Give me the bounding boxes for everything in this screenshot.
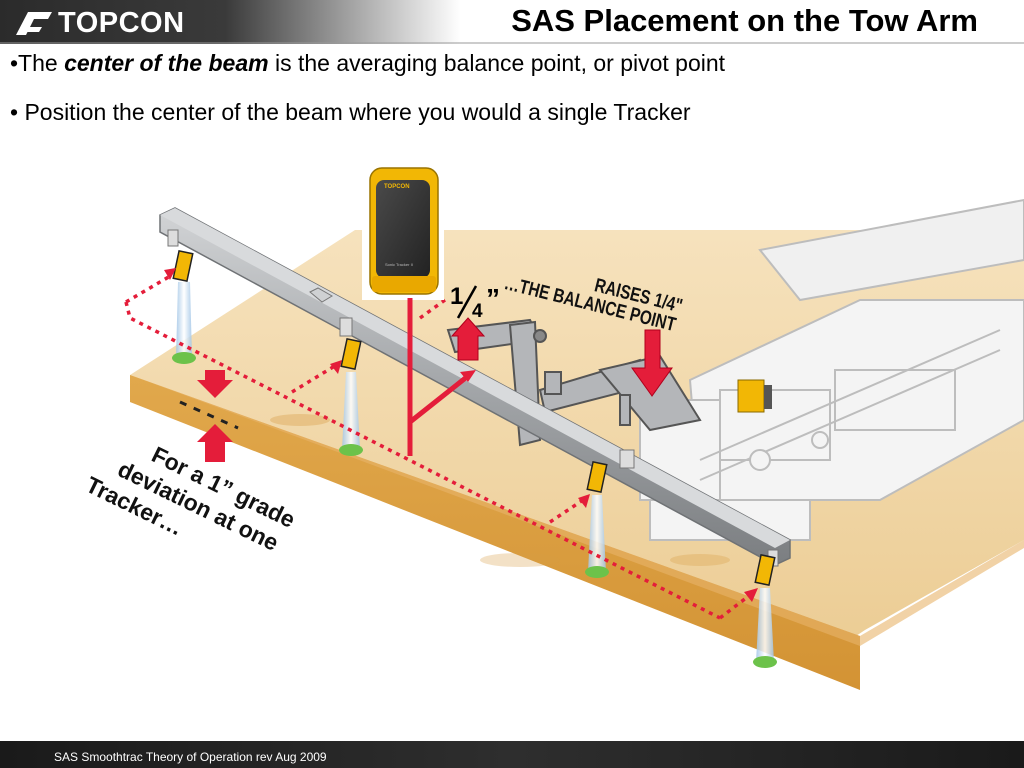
footer-text: SAS Smoothtrac Theory of Operation rev A…	[54, 750, 327, 764]
bullet-item: •The center of the beam is the averaging…	[10, 50, 725, 77]
sas-sensor-model: Sonic Tracker II	[385, 262, 413, 267]
bullet-emphasis: center of the beam	[64, 50, 269, 76]
logo-text: TOPCON	[58, 6, 185, 39]
page-title: SAS Placement on the Tow Arm	[511, 3, 978, 38]
topcon-logo: TOPCON	[12, 4, 185, 42]
sensor-mast	[407, 298, 470, 456]
sas-sensor	[362, 160, 444, 300]
bullet-item: • Position the center of the beam where …	[10, 99, 691, 125]
fraction-denominator: 4	[472, 301, 483, 322]
machine-control-box	[737, 379, 772, 413]
tracker-sensor	[753, 553, 777, 668]
fraction-numerator: 1	[450, 283, 463, 310]
tracker-sensor	[585, 460, 609, 578]
bullet-suffix: is the averaging balance point, or pivot…	[268, 50, 726, 76]
topcon-logo-icon	[16, 12, 52, 35]
tow-arm-illustration: TOPCON Sonic Tracker II 1 4 ” …THE BALAN…	[81, 160, 1024, 690]
deviation-arrows	[179, 370, 239, 462]
raise-arrow	[450, 317, 486, 361]
footer-bar	[0, 741, 1024, 768]
deviation-reference-lines	[124, 273, 752, 620]
quarter-inch-label: 1 4 ”	[450, 283, 500, 322]
header-bar	[0, 0, 1024, 44]
bullet-prefix: •The	[10, 50, 65, 76]
tracker-sensor	[339, 337, 363, 456]
inch-mark: ”	[486, 283, 500, 314]
tracker-sensor	[172, 249, 196, 364]
sas-sensor-logo: TOPCON	[384, 184, 410, 190]
